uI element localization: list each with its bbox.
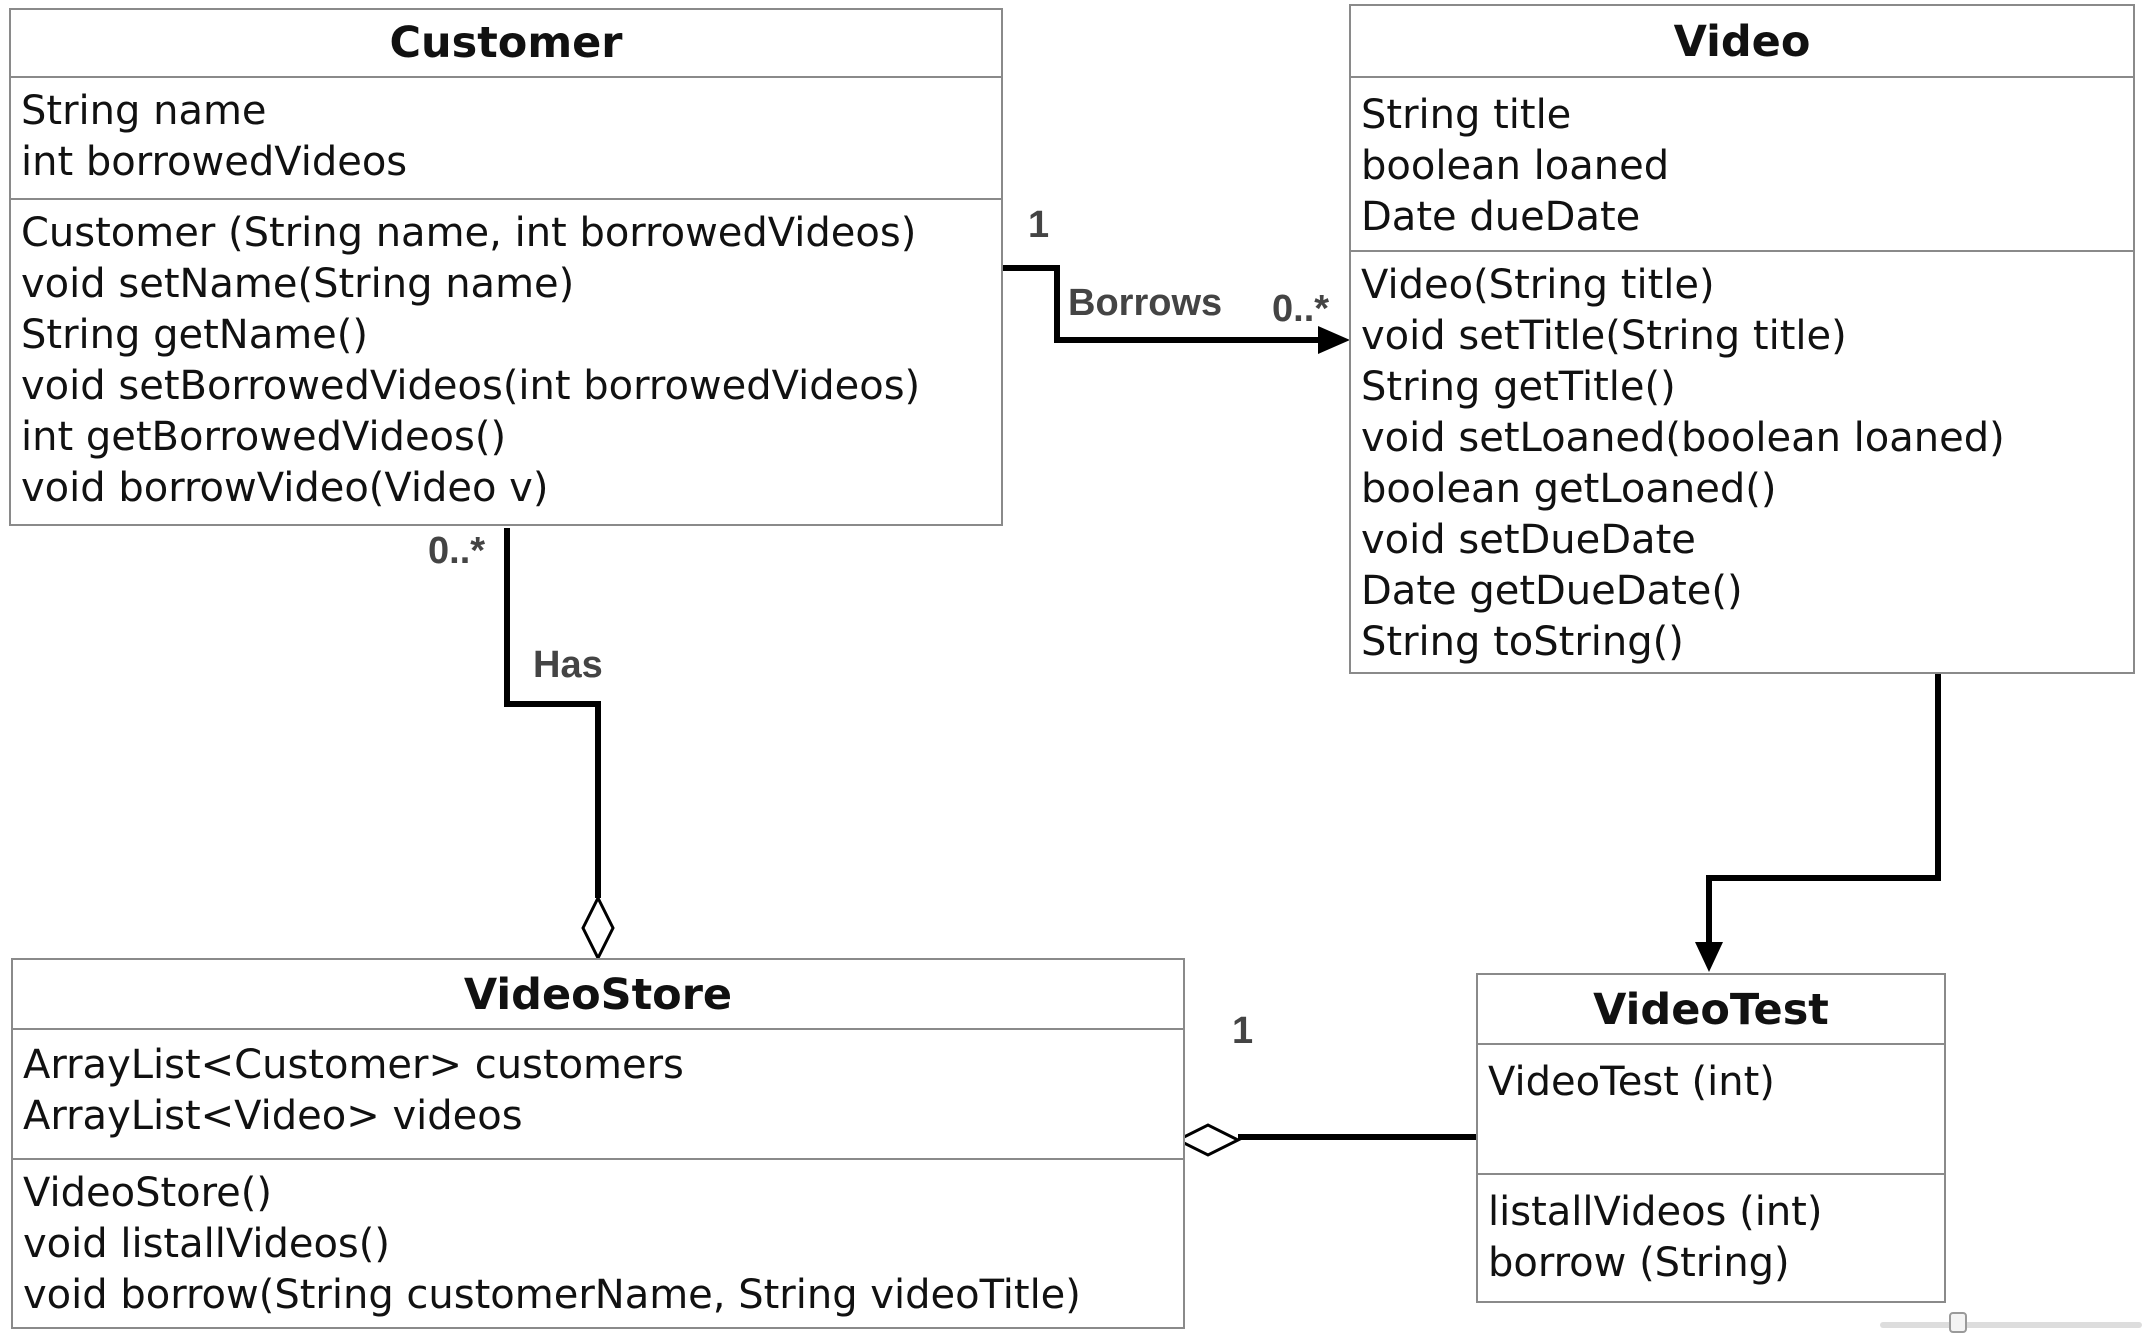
videostore-methods: VideoStore() void listallVideos() void b… — [13, 1160, 1183, 1321]
videostore-class-title: VideoStore — [13, 960, 1183, 1030]
video-method: void setTitle(String title) — [1361, 313, 1847, 359]
customer-class[interactable]: Customer String name int borrowedVideos … — [9, 8, 1003, 526]
video-method: Date getDueDate() — [1361, 568, 1743, 614]
video-method: void setLoaned(boolean loaned) — [1361, 415, 2005, 461]
video-method: boolean getLoaned() — [1361, 466, 1777, 512]
video-class[interactable]: Video String title boolean loaned Date d… — [1349, 4, 2135, 674]
zoom-slider-track[interactable] — [1880, 1322, 2142, 1328]
customer-method: void borrowVideo(Video v) — [21, 465, 549, 511]
has-aggregation — [504, 528, 615, 962]
store-diamond — [1174, 1123, 1242, 1157]
videotest-attribute: VideoTest (int) — [1488, 1059, 1775, 1105]
borrows-arrowhead — [1318, 326, 1350, 354]
customer-attribute: int borrowedVideos — [21, 139, 408, 185]
videotest-method: listallVideos (int) — [1488, 1189, 1823, 1235]
customer-attribute: String name — [21, 88, 267, 134]
videotest-attributes: VideoTest (int) — [1478, 1045, 1944, 1175]
store-test-multiplicity: 1 — [1232, 1010, 1254, 1052]
borrows-source-multiplicity: 1 — [1028, 204, 1050, 246]
customer-attributes: String name int borrowedVideos — [11, 78, 1001, 200]
zoom-slider-thumb[interactable] — [1949, 1312, 1967, 1333]
video-method: void setDueDate — [1361, 517, 1696, 563]
has-label: Has — [533, 644, 603, 686]
customer-class-title: Customer — [11, 10, 1001, 78]
customer-method: void setBorrowedVideos(int borrowedVideo… — [21, 363, 921, 409]
videostore-method: void borrow(String customerName, String … — [23, 1272, 1081, 1318]
video-methods: Video(String title) void setTitle(String… — [1351, 252, 2133, 668]
has-source-multiplicity: 0..* — [428, 530, 486, 572]
customer-method: void setName(String name) — [21, 261, 575, 307]
videostore-attributes: ArrayList<Customer> customers ArrayList<… — [13, 1030, 1183, 1160]
videostore-method: VideoStore() — [23, 1170, 273, 1216]
customer-method: Customer (String name, int borrowedVideo… — [21, 210, 917, 256]
videotest-methods: listallVideos (int) borrow (String) — [1478, 1175, 1944, 1289]
borrows-association — [1003, 265, 1350, 354]
store-test-aggregation — [1174, 1123, 1477, 1157]
videotest-method: borrow (String) — [1488, 1240, 1790, 1286]
videotest-class[interactable]: VideoTest VideoTest (int) listallVideos … — [1476, 973, 1946, 1303]
borrows-target-multiplicity: 0..* — [1272, 288, 1330, 330]
video-test-dependency — [1695, 674, 1941, 972]
customer-method: String getName() — [21, 312, 368, 358]
videostore-attribute: ArrayList<Customer> customers — [23, 1042, 684, 1088]
videostore-class[interactable]: VideoStore ArrayList<Customer> customers… — [11, 958, 1185, 1329]
video-attribute: String title — [1361, 92, 1572, 138]
video-attribute: boolean loaned — [1361, 143, 1670, 189]
has-diamond — [581, 894, 615, 962]
customer-method: int getBorrowedVideos() — [21, 414, 507, 460]
videostore-attribute: ArrayList<Video> videos — [23, 1093, 523, 1139]
customer-methods: Customer (String name, int borrowedVideo… — [11, 200, 1001, 514]
video-method: Video(String title) — [1361, 262, 1715, 308]
video-class-title: Video — [1351, 6, 2133, 78]
videostore-method: void listallVideos() — [23, 1221, 390, 1267]
video-attributes: String title boolean loaned Date dueDate — [1351, 78, 2133, 252]
videotest-class-title: VideoTest — [1478, 975, 1944, 1045]
video-attribute: Date dueDate — [1361, 194, 1641, 240]
video-method: String getTitle() — [1361, 364, 1676, 410]
borrows-label: Borrows — [1068, 282, 1223, 324]
video-test-arrowhead — [1695, 942, 1723, 972]
video-method: String toString() — [1361, 619, 1684, 665]
